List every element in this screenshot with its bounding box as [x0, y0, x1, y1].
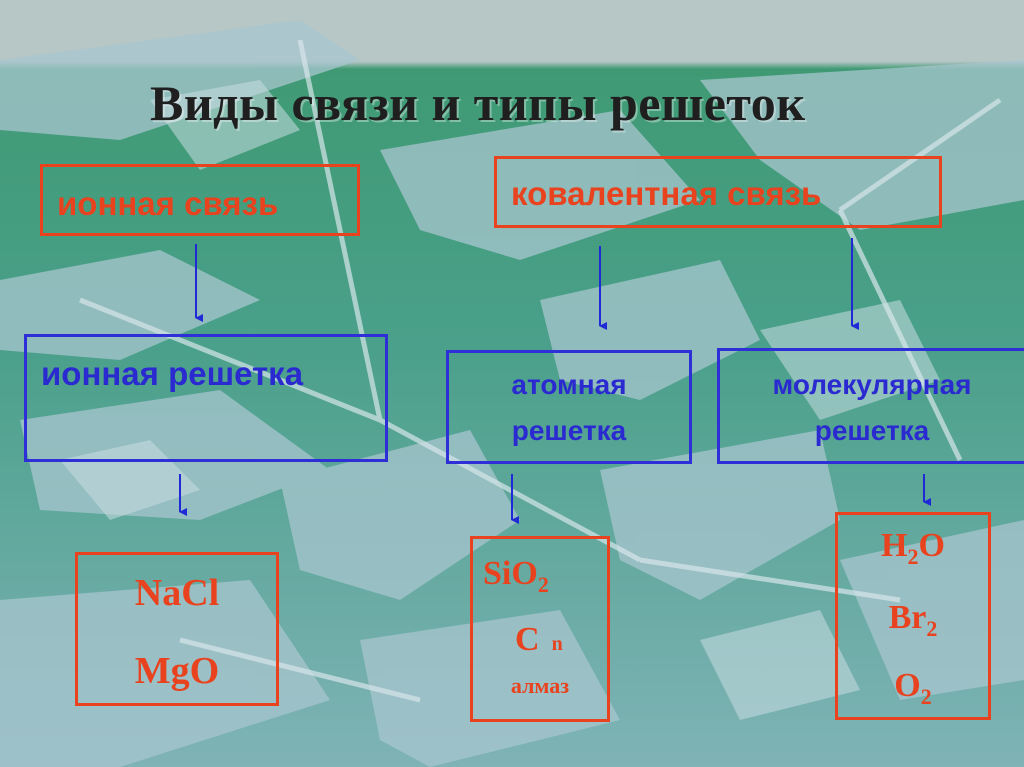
- sio2-subscript: 2: [537, 571, 549, 597]
- atomic-lattice-line1: атомная: [511, 369, 627, 400]
- sio2-base: SiO: [483, 555, 538, 592]
- h2o-subscript: 2: [907, 543, 919, 569]
- molecular-examples-box: H2O Br2 O2: [835, 512, 991, 720]
- ionic-bond-box: ионная связь: [40, 164, 360, 236]
- h2o-base: H: [881, 527, 908, 564]
- ionic-lattice-box: ионная решетка: [24, 334, 388, 462]
- molecular-lattice-box: молекулярная решетка: [717, 348, 1024, 464]
- example-br2: Br2: [838, 599, 988, 642]
- o2-base: O: [894, 667, 921, 704]
- covalent-bond-box: ковалентная связь: [494, 156, 942, 228]
- molecular-lattice-line1: молекулярная: [772, 369, 972, 400]
- slide-title: Виды связи и типы решеток: [150, 75, 806, 131]
- o2-subscript: 2: [920, 683, 932, 709]
- example-h2o: H2O: [838, 527, 988, 570]
- example-sio2: SiO2: [483, 555, 549, 598]
- molecular-lattice-line2: решетка: [814, 415, 930, 446]
- h2o-tail: O: [918, 527, 945, 564]
- example-diamond-note: алмаз: [510, 673, 570, 698]
- atomic-lattice-line2: решетка: [511, 415, 627, 446]
- br2-base: Br: [888, 599, 927, 636]
- example-nacl: NaCl: [134, 572, 220, 614]
- covalent-bond-label: ковалентная связь: [511, 175, 822, 212]
- atomic-lattice-box: атомная решетка: [446, 350, 692, 464]
- cn-subscript: n: [551, 633, 563, 655]
- br2-subscript: 2: [926, 615, 938, 641]
- example-mgo: MgO: [134, 650, 220, 692]
- ionic-lattice-label: ионная решетка: [41, 355, 304, 392]
- example-o2: O2: [838, 667, 988, 710]
- ionic-examples-box: NaCl MgO: [75, 552, 279, 706]
- cn-base: C: [515, 621, 540, 658]
- ionic-bond-label: ионная связь: [57, 185, 279, 222]
